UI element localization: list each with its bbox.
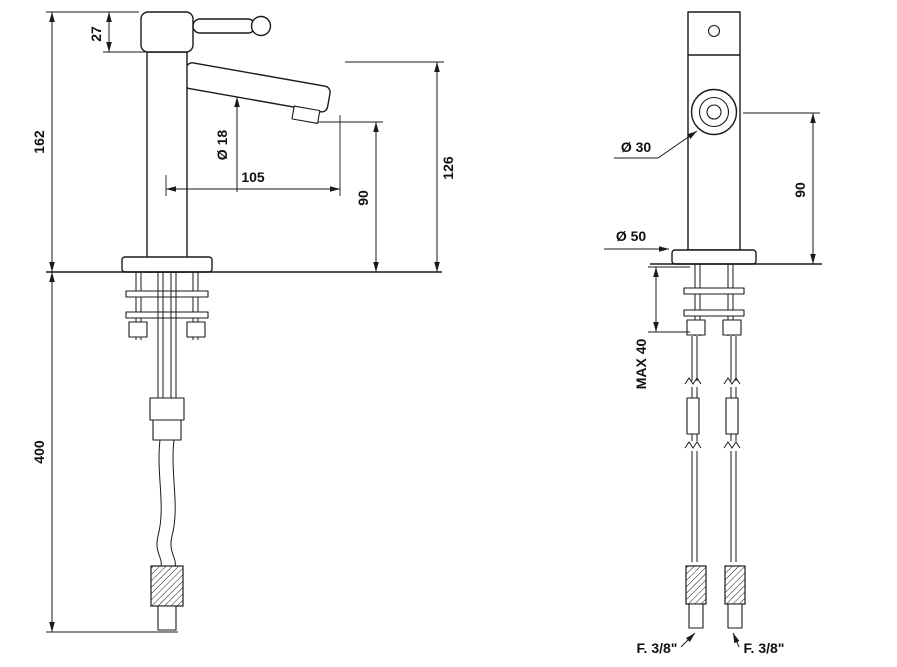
base-flange-front <box>671 249 757 265</box>
leader-arrow <box>680 632 696 648</box>
dim-max-mounting-thickness: MAX 40 <box>633 266 690 390</box>
set-screw-icon <box>707 24 721 38</box>
dim-label: 90 <box>792 182 808 198</box>
supply-hoses-lower <box>691 451 737 562</box>
mounting-rods <box>135 272 199 340</box>
faucet-cap <box>140 11 194 53</box>
washer <box>125 290 209 298</box>
spout-tube <box>183 62 331 113</box>
dim-outlet-height: 90 <box>318 121 383 272</box>
dim-label: Ø 18 <box>214 130 230 161</box>
supply-hoses-upper <box>691 336 737 381</box>
dim-handle-height: 27 <box>46 11 145 53</box>
supply-hoses-upper <box>157 272 177 398</box>
faucet-side-view <box>121 11 331 273</box>
base-flange <box>121 256 213 273</box>
dim-label: Ø 50 <box>616 228 647 244</box>
leader-arrow <box>732 632 740 648</box>
hose-braid-section <box>725 397 739 435</box>
dim-handle-axis-height: 90 <box>743 112 820 264</box>
inlet-label-right: F. 3/8" <box>744 640 785 656</box>
hose-braid-section <box>686 397 700 435</box>
dim-spout-top-height: 126 <box>345 61 456 272</box>
dim-label: 27 <box>88 26 104 42</box>
lever-ball-icon <box>250 15 272 37</box>
washer <box>683 287 745 295</box>
washer <box>125 311 209 319</box>
dim-label: Ø 30 <box>621 139 652 155</box>
hose-fitting <box>152 419 182 441</box>
inlet-connection-labels: F. 3/8" F. 3/8" <box>637 632 785 656</box>
washer <box>683 309 745 317</box>
supply-hoses-lower <box>156 439 176 567</box>
dim-spout-diameter: Ø 18 <box>214 97 240 192</box>
hose-end-nut <box>150 565 184 607</box>
mounting-nuts <box>686 319 742 336</box>
faucet-front-view <box>671 11 757 265</box>
faucet-spout <box>183 62 331 124</box>
under-counter-left <box>125 272 209 631</box>
dim-body-height: 162 <box>31 11 55 272</box>
faucet-lever <box>192 18 256 34</box>
hose-break-mark <box>684 377 741 385</box>
dim-label: 162 <box>31 130 47 154</box>
mounting-rods <box>694 264 734 336</box>
hose-break-mark <box>684 441 741 449</box>
dim-base-diameter: Ø 50 <box>604 228 669 252</box>
dim-knob-diameter: Ø 30 <box>614 130 698 159</box>
inlet-label-left: F. 3/8" <box>637 640 678 656</box>
spout-aerator <box>291 105 321 124</box>
left-view: 27 162 400 Ø 18 105 90 <box>31 11 456 633</box>
hose-end-connector <box>727 603 743 629</box>
hose-end-connector <box>157 605 177 631</box>
hose-fitting <box>149 397 185 421</box>
hose-end-nut <box>685 565 707 605</box>
handle-knob-inner <box>706 104 722 120</box>
dim-label: 105 <box>241 169 265 185</box>
dim-label: 90 <box>355 190 371 206</box>
hose-end-nut <box>724 565 746 605</box>
dim-label: 400 <box>31 440 47 464</box>
under-counter-right <box>683 264 746 629</box>
dim-label: 126 <box>440 156 456 180</box>
mounting-nuts <box>128 321 206 338</box>
dim-label: MAX 40 <box>633 339 649 390</box>
hose-end-connector <box>688 603 704 629</box>
faucet-body <box>146 51 188 273</box>
dim-spout-reach: 105 <box>165 115 341 196</box>
dim-hose-length: 400 <box>31 272 178 633</box>
right-view: Ø 30 Ø 50 90 MAX 40 F. 3/8" F. 3/8" <box>604 11 822 656</box>
leader-line <box>614 130 698 159</box>
